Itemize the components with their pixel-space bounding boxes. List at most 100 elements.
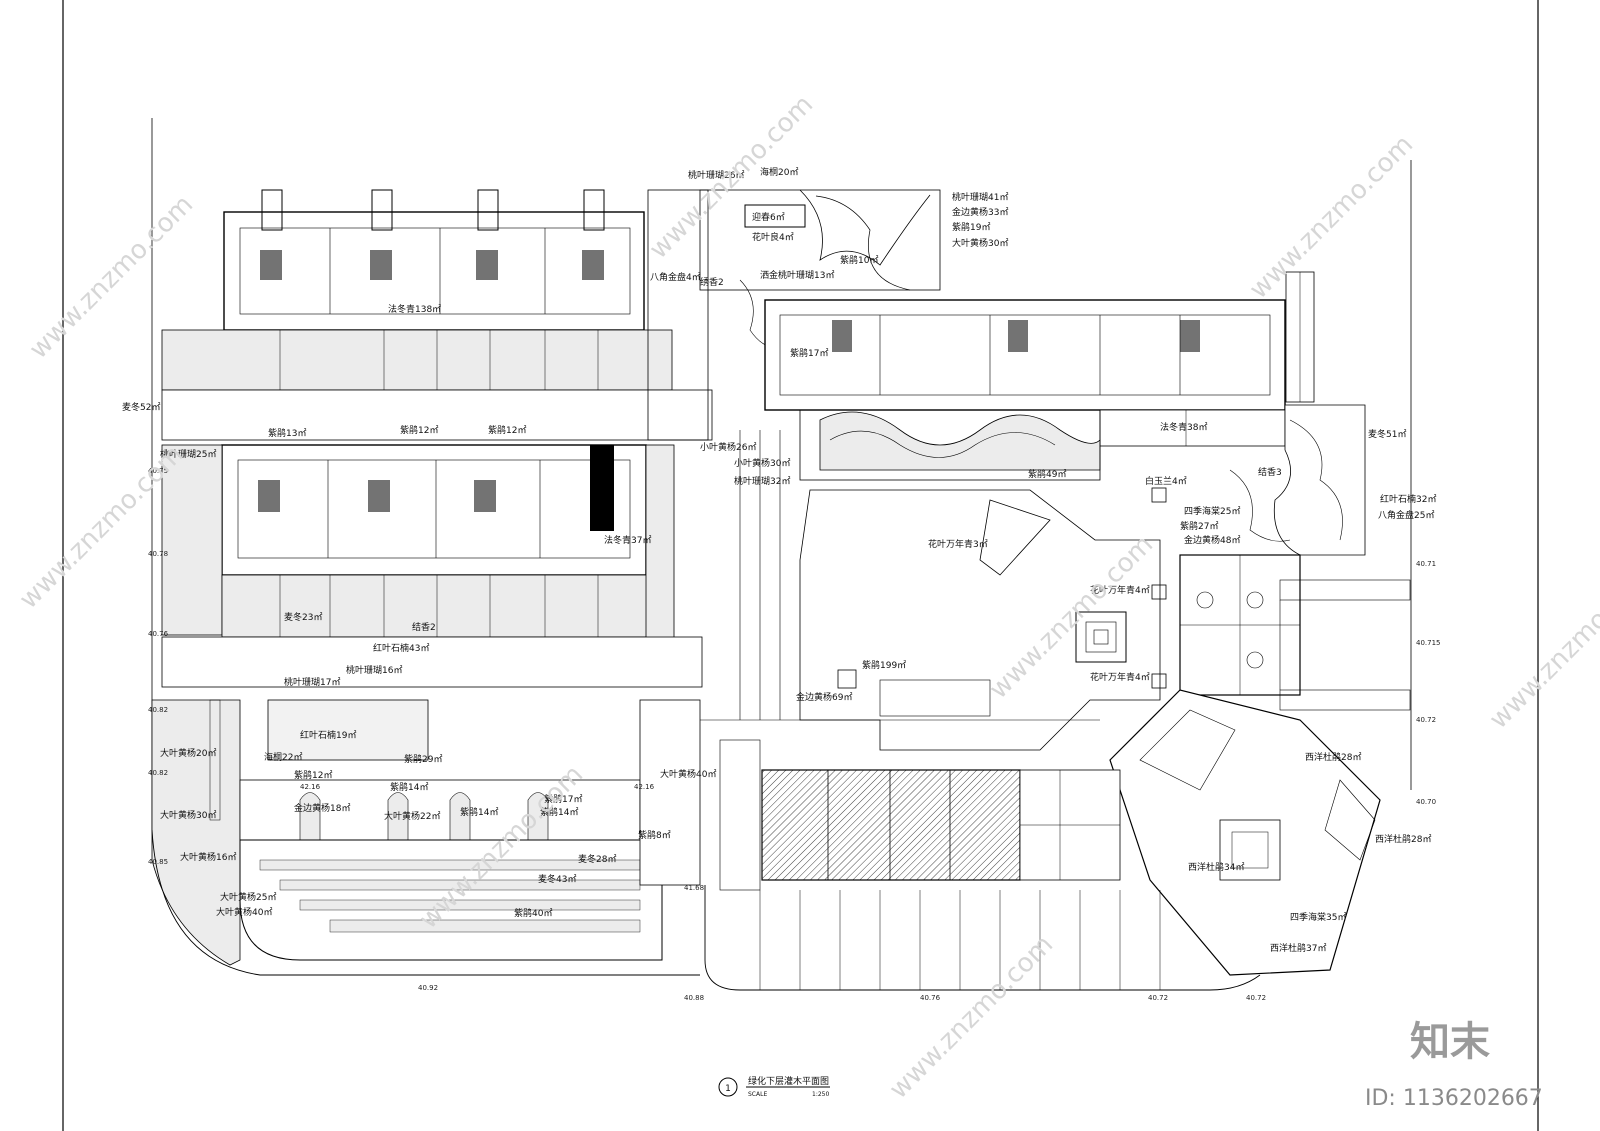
garden-area-sw: [151, 699, 701, 966]
plant-label: 紫鹃12㎡: [400, 424, 438, 436]
plant-label: 四季海棠25㎡: [1184, 505, 1240, 517]
plant-label: 大叶黄杨22㎡: [384, 810, 440, 822]
building-block-nw: [223, 189, 645, 331]
elevation-label: 40.715: [1416, 639, 1441, 647]
site-boundary-sw: [151, 829, 700, 976]
plant-label: 小叶黄杨30㎡: [734, 457, 790, 469]
plant-label: 麦冬28㎡: [578, 853, 616, 865]
elevation-label: 40.85: [148, 858, 168, 866]
elevation-label: 42.16: [300, 783, 321, 791]
plant-label: 紫鹃29㎡: [404, 753, 442, 765]
plant-label: 海桐20㎡: [760, 166, 798, 178]
elevation-label: 41.68: [684, 884, 704, 892]
garden-strip-nw: [161, 329, 673, 391]
road-nw: [161, 389, 713, 441]
plant-label: 八角金盘25㎡: [1378, 509, 1434, 521]
plant-label: 桃叶珊瑚25㎡: [160, 448, 216, 460]
elevation-label: 42.16: [634, 783, 655, 791]
plant-label: 麦冬51㎡: [1368, 428, 1406, 440]
watermark-brand: 知末: [1410, 1019, 1490, 1065]
retail-block-south: [719, 739, 1121, 891]
drawing-number: 1: [725, 1084, 731, 1094]
scale-value: 1:250: [812, 1091, 829, 1098]
plant-label: 法冬青37㎡: [604, 534, 651, 546]
plant-label: 花叶万年青4㎡: [1090, 671, 1150, 683]
plant-label: 大叶黄杨40㎡: [216, 906, 272, 918]
plant-label: 迎春6㎡: [752, 211, 785, 223]
elevation-label: 40.88: [684, 994, 704, 1002]
plant-label: 紫鹃14㎡: [540, 806, 578, 818]
plant-label: 西洋杜鹃28㎡: [1375, 833, 1431, 845]
drawing-title-block: 1 绿化下层灌木平面图 SCALE 1:250: [718, 1075, 830, 1098]
plant-label: 桃叶珊瑚26㎡: [688, 169, 744, 181]
plant-label: 紫鹃40㎡: [514, 907, 552, 919]
plant-label: 西洋杜鹃34㎡: [1188, 861, 1244, 873]
elevation-label: 40.92: [418, 984, 438, 992]
plant-label: 法冬青138㎡: [388, 303, 441, 315]
watermark-image-id: ID: 1136202667: [1365, 1086, 1543, 1111]
elevation-label: 40.72: [1246, 994, 1266, 1002]
plant-label: 紫鹃49㎡: [1028, 468, 1066, 480]
watermark-text: www.znzmo.com: [1484, 560, 1600, 735]
elevation-label: 40.82: [148, 706, 168, 714]
elevation-label: 40.82: [148, 769, 168, 777]
plant-label: 大叶黄杨25㎡: [220, 891, 276, 903]
plant-label: 大叶黄杨40㎡: [660, 768, 716, 780]
plant-label: 绣香2: [700, 276, 724, 288]
watermark-text: www.znzmo.com: [1244, 130, 1419, 305]
plant-label: 洒金桃叶珊瑚13㎡: [760, 269, 834, 281]
plant-label: 结香3: [1258, 466, 1282, 478]
plant-label: 小叶黄杨26㎡: [700, 441, 756, 453]
plant-label: 紫鹃14㎡: [390, 781, 428, 793]
plant-label: 紫鹃17㎡: [790, 347, 828, 359]
watermark-text: www.znzmo.com: [884, 930, 1059, 1105]
elevation-label: 40.72: [1148, 994, 1168, 1002]
elevation-label: 40.71: [1416, 560, 1436, 568]
elevation-label: 40.75: [148, 467, 168, 475]
plant-label: 桃叶珊瑚17㎡: [284, 676, 340, 688]
elevation-label: 40.70: [1416, 798, 1436, 806]
elevation-label: 40.76: [148, 630, 169, 638]
drawing-title: 绿化下层灌木平面图: [748, 1075, 829, 1087]
plant-label: 麦冬23㎡: [284, 611, 322, 623]
plant-label: 桃叶珊瑚16㎡: [346, 664, 402, 676]
curved-garden-east: [1229, 404, 1366, 556]
plant-label: 紫鹃14㎡: [460, 806, 498, 818]
clubhouse-building: [1109, 554, 1411, 976]
plant-label: 紫鹃199㎡: [862, 659, 906, 671]
plant-label: 白玉兰4㎡: [1145, 475, 1187, 487]
plant-label: 紫鹃27㎡: [1180, 520, 1218, 532]
scale-label: SCALE: [748, 1091, 767, 1098]
plant-label: 大叶黄杨30㎡: [952, 237, 1008, 249]
plant-label: 紫鹃12㎡: [488, 424, 526, 436]
plant-label: 结香2: [412, 621, 436, 633]
plant-label: 花叶良4㎡: [752, 231, 794, 243]
site-boundary-south: [704, 885, 1261, 991]
plant-label: 紫鹃8㎡: [638, 829, 671, 841]
plant-label: 花叶万年青4㎡: [1090, 584, 1150, 596]
plant-label: 紫鹃12㎡: [294, 769, 332, 781]
plant-label: 麦冬52㎡: [122, 401, 160, 413]
building-block-ne: [764, 271, 1315, 447]
plant-label: 法冬青38㎡: [1160, 421, 1207, 433]
plant-label: 大叶黄杨16㎡: [180, 851, 236, 863]
plant-label: 西洋杜鹃28㎡: [1305, 751, 1361, 763]
plant-label: 红叶石楠43㎡: [373, 642, 429, 654]
elevation-label: 40.76: [920, 994, 941, 1002]
plant-label: 西洋杜鹃37㎡: [1270, 942, 1326, 954]
plant-label: 紫鹃17㎡: [544, 793, 582, 805]
building-block-w: [221, 444, 647, 576]
plant-label: 大叶黄杨20㎡: [160, 747, 216, 759]
elevation-label: 40.72: [1416, 716, 1436, 724]
plant-label: 紫鹃19㎡: [952, 221, 990, 233]
plant-label: 海桐22㎡: [264, 751, 302, 763]
garden-strip-w: [161, 444, 675, 646]
plant-label: 花叶万年青3㎡: [928, 538, 988, 550]
level-label-layer: 40.7540.7840.7640.8240.7140.71540.7240.7…: [148, 467, 1441, 1002]
plant-label: 桃叶珊瑚41㎡: [952, 191, 1008, 203]
wavy-hedge-band: [799, 409, 1101, 481]
plant-label: 金边黄杨48㎡: [1184, 534, 1240, 546]
plant-label: 金边黄杨18㎡: [294, 802, 350, 814]
